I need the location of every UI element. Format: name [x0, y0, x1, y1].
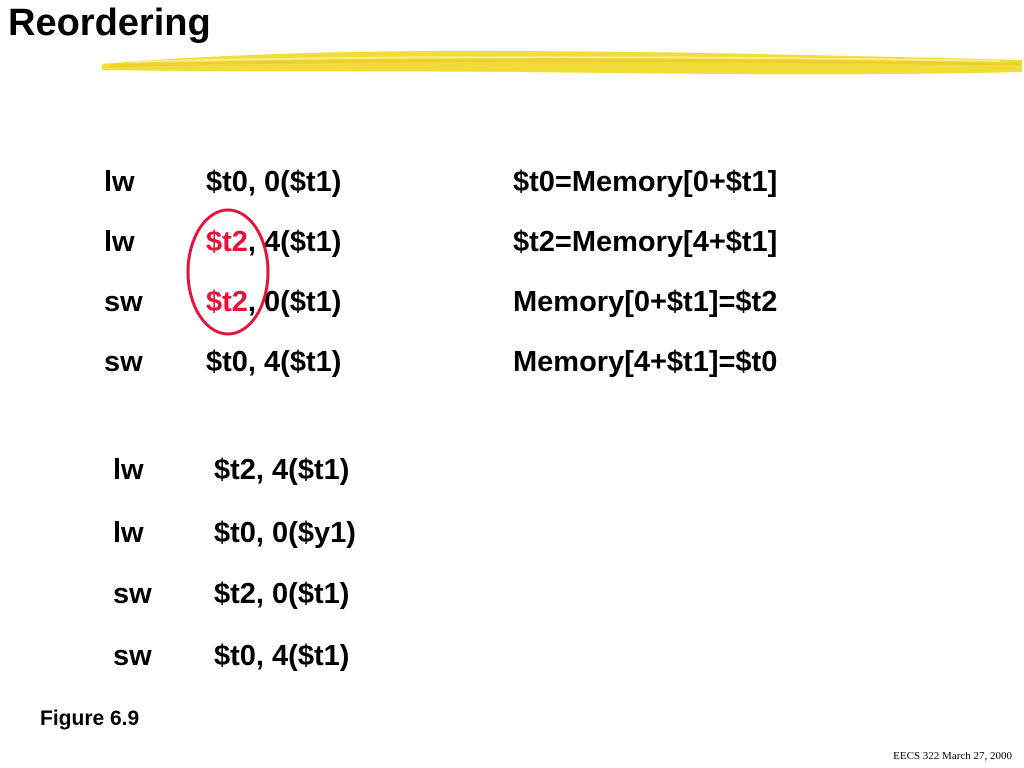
slide-title: Reordering — [8, 2, 211, 44]
code-desc-2: $t2=Memory[4+$t1] — [513, 226, 778, 258]
code-op-2: lw — [104, 226, 135, 258]
reordered-op-2: lw — [113, 517, 144, 549]
reordered-args-3: $t2, 0($t1) — [214, 578, 350, 610]
code-args-1: $t0, 0($t1) — [206, 164, 341, 200]
code-args-4: $t0, 4($t1) — [206, 344, 341, 380]
figure-caption: Figure 6.9 — [40, 707, 140, 730]
operand: , 4($t1) — [247, 346, 342, 378]
code-op-1: lw — [104, 166, 135, 198]
code-desc-3: Memory[0+$t1]=$t2 — [513, 286, 778, 318]
reordered-op-1: lw — [113, 454, 144, 486]
operand: , 0($t1) — [247, 166, 342, 198]
reordered-op-3: sw — [113, 578, 152, 610]
code-op-3: sw — [104, 286, 143, 318]
register: $t0 — [206, 166, 248, 198]
reordered-op-4: sw — [113, 640, 152, 672]
reordered-args-1: $t2, 4($t1) — [214, 454, 350, 486]
code-args-3: $t2, 0($t1) — [206, 284, 341, 320]
code-desc-1: $t0=Memory[0+$t1] — [513, 166, 778, 198]
register: $t0 — [206, 346, 248, 378]
highlighted-register: $t2 — [206, 226, 248, 258]
code-op-4: sw — [104, 346, 143, 378]
reordered-args-4: $t0, 4($t1) — [214, 640, 350, 672]
title-underline-brush — [102, 50, 1022, 75]
highlighted-register: $t2 — [206, 286, 248, 318]
reordered-args-2: $t0, 0($y1) — [214, 517, 356, 549]
footer-note: EECS 322 March 27, 2000 — [893, 750, 1012, 762]
highlight-circle — [186, 208, 270, 336]
code-args-2: $t2, 4($t1) — [206, 224, 341, 260]
code-desc-4: Memory[4+$t1]=$t0 — [513, 346, 778, 378]
